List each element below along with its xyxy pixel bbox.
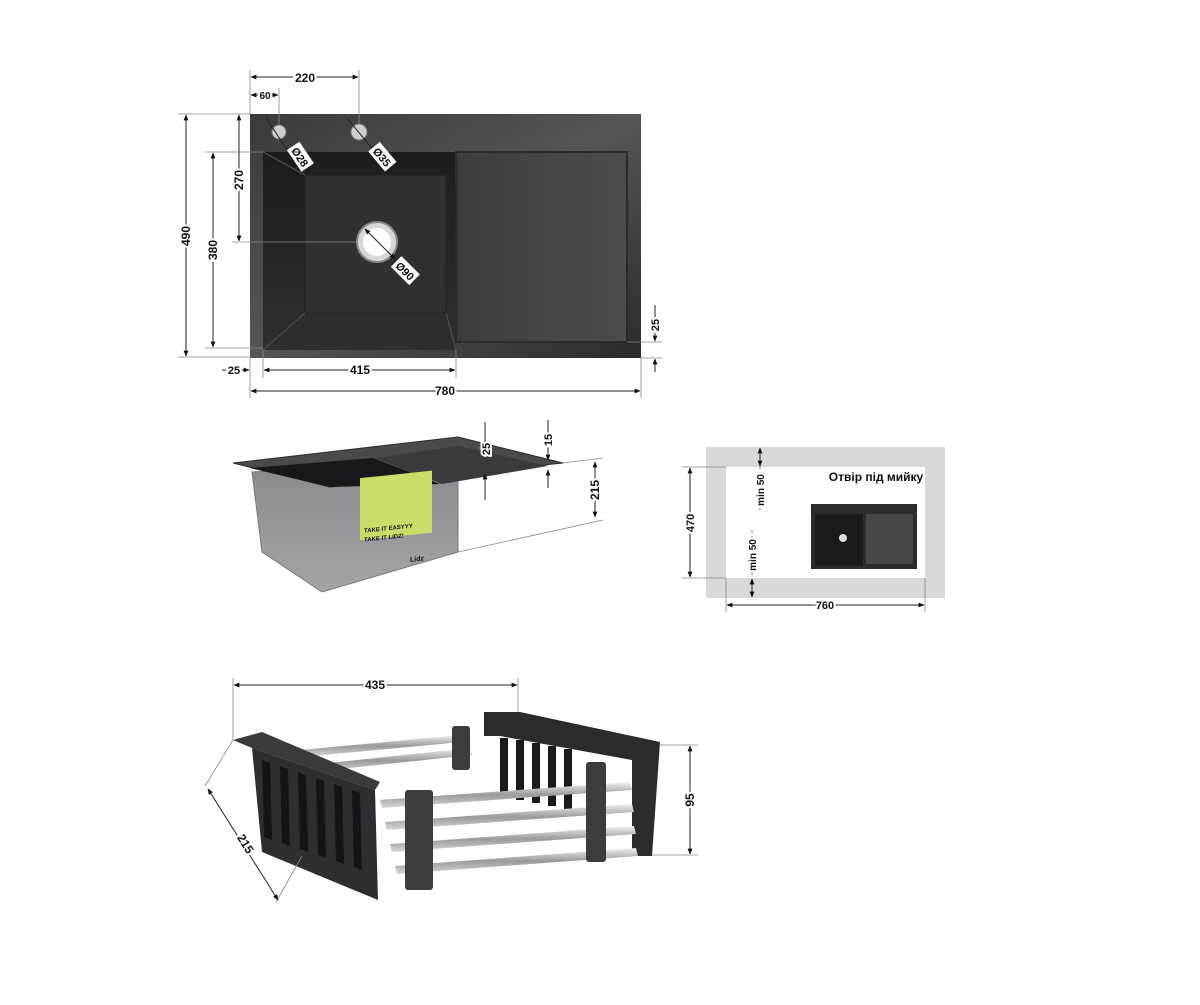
dim-780: 780 <box>435 384 455 398</box>
basket-clamps <box>405 726 606 890</box>
drainboard <box>455 151 628 343</box>
top-view: 220 60 Ø28 Ø35 Ø90 490 380 <box>177 69 664 400</box>
dim-25-left: 25 <box>228 365 240 377</box>
basket-rods <box>300 735 638 874</box>
cutout-dim-min50-bottom: min 50 <box>748 539 759 571</box>
side-dim-25: 25 <box>481 443 493 455</box>
sticker-brand: Lidz <box>410 555 424 564</box>
basket-front-frame <box>233 732 380 790</box>
basket-back-frame <box>484 712 660 856</box>
tap-hole-small <box>271 124 287 140</box>
dim-60: 60 <box>259 91 271 102</box>
basket-back-slats <box>500 738 572 809</box>
sticker-line1: TAKE IT EASYYY <box>364 524 413 535</box>
side-dim-15: 15 <box>543 434 555 446</box>
cutout-dim-min50-top: min 50 <box>756 474 767 506</box>
dim-415: 415 <box>350 363 370 377</box>
cutout-view: Отвір під мийку 470 min 50 min 50 760 <box>682 447 945 614</box>
side-dim-215: 215 <box>588 480 602 500</box>
dim-490: 490 <box>179 226 193 246</box>
cutout-dim-470: 470 <box>685 514 697 532</box>
basket-dim-95: 95 <box>683 793 697 807</box>
dim-270: 270 <box>232 170 246 190</box>
cutout-title: Отвір під мийку <box>829 470 924 484</box>
cutout-dim-760: 760 <box>816 600 834 612</box>
sticker-line2: TAKE IT LIDZ! <box>364 534 404 544</box>
sink-sticker: TAKE IT EASYYY TAKE IT LIDZ! Lidz <box>360 470 432 564</box>
basket-dim-435: 435 <box>365 678 385 692</box>
dim-25-right: 25 <box>650 319 662 331</box>
basket-view: 435 215 95 <box>204 676 699 903</box>
side-view: TAKE IT EASYYY TAKE IT LIDZ! Lidz 25 15 … <box>232 420 604 593</box>
basket-front-slats <box>262 760 362 870</box>
dim-220: 220 <box>295 71 315 85</box>
dim-380: 380 <box>206 240 220 260</box>
